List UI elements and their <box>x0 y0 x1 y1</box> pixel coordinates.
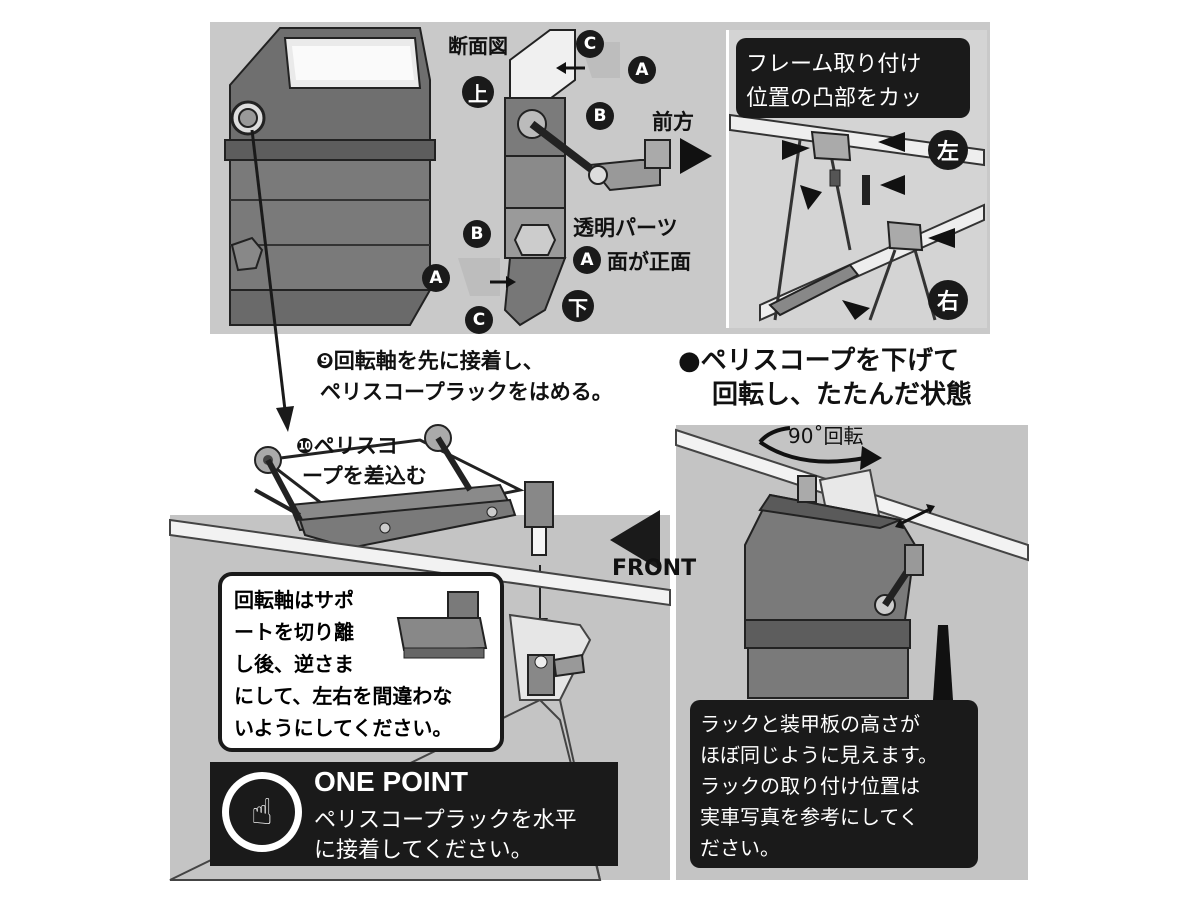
folded-note-line2: 回転し、たたんだ状態 <box>712 380 973 410</box>
frame-note-line2: 位置の凸部をカッ <box>746 86 923 111</box>
rack-note-line3: ラックの取り付け位置は <box>700 774 920 798</box>
folded-periscope-illustration <box>675 426 1029 700</box>
lower-marker: 下 <box>562 290 594 322</box>
front-label: FRONT <box>612 556 697 581</box>
rotate-label: 90˚回転 <box>788 424 864 448</box>
rack-note-line5: ださい。 <box>700 836 780 860</box>
step10-line2: ープを差込む <box>302 464 427 488</box>
assembly-illustration <box>169 518 671 881</box>
rack-note-line2: ほぼ同じように見えます。 <box>700 743 938 767</box>
one-point-box: ☝ ONE POINT ペリスコープラックを水平 に接着してください。 <box>210 762 618 866</box>
one-point-line2: に接着してください。 <box>314 838 533 863</box>
clear-part-label-line1: 透明パーツ <box>573 216 678 240</box>
step10-number: ❿ <box>296 434 314 458</box>
step9-line1: ❾回転軸を先に接着し、 <box>316 345 544 375</box>
folded-note-line1: ●ペリスコープを下げて <box>678 346 960 376</box>
hand-icon: ☝ <box>222 772 302 852</box>
step9-number: ❾ <box>316 349 334 373</box>
cross-section-diagram <box>458 29 712 327</box>
front-arrow <box>610 510 660 570</box>
support-note-line3: し後、逆さま <box>234 652 354 676</box>
right-marker: 右 <box>928 280 968 320</box>
rack-illustration <box>254 424 554 556</box>
clear-part-face-marker: A <box>573 246 601 274</box>
step9-line2: ペリスコープラックをはめる。 <box>320 380 613 404</box>
frame-detail-illustration <box>729 113 985 322</box>
upper-marker: 上 <box>462 76 494 108</box>
support-part-icon <box>396 591 488 659</box>
rack-note-line1: ラックと装甲板の高さが <box>700 712 920 736</box>
step10-line1: ❿ペリスコ <box>296 430 398 460</box>
support-note-line1: 回転軸はサポ <box>234 588 354 612</box>
one-point-line1: ペリスコープラックを水平 <box>314 808 577 833</box>
face-marker-upper-a: A <box>628 56 656 84</box>
frame-note-box: フレーム取り付け 位置の凸部をカッ <box>736 38 970 118</box>
clear-part-label-line2: 面が正面 <box>607 250 691 274</box>
face-marker-upper-b: B <box>586 102 614 130</box>
face-marker-lower-b: B <box>463 220 491 248</box>
frame-note-line1: フレーム取り付け <box>746 52 922 77</box>
forward-label: 前方 <box>652 110 694 134</box>
step10-text1: ペリスコ <box>313 434 398 458</box>
step9-text1: 回転軸を先に接着し、 <box>333 349 544 373</box>
one-point-title: ONE POINT <box>314 766 469 797</box>
left-marker: 左 <box>928 130 968 170</box>
face-marker-lower-a: A <box>422 264 450 292</box>
rack-note-line4: 実車写真を参考にしてく <box>700 805 919 829</box>
support-note-line2: ートを切り離 <box>234 620 354 644</box>
support-note-line5: いようにしてください。 <box>234 716 453 740</box>
support-note-box: 回転軸はサポ ートを切り離 し後、逆さま にして、左右を間違わな いようにしてく… <box>218 572 504 752</box>
support-note-line4: にして、左右を間違わな <box>234 684 453 708</box>
face-marker-upper-c: C <box>576 30 604 58</box>
rack-note-box: ラックと装甲板の高さが ほぼ同じように見えます。 ラックの取り付け位置は 実車写… <box>690 700 978 868</box>
cross-section-label: 断面図 <box>448 34 508 58</box>
face-marker-lower-c: C <box>465 306 493 334</box>
